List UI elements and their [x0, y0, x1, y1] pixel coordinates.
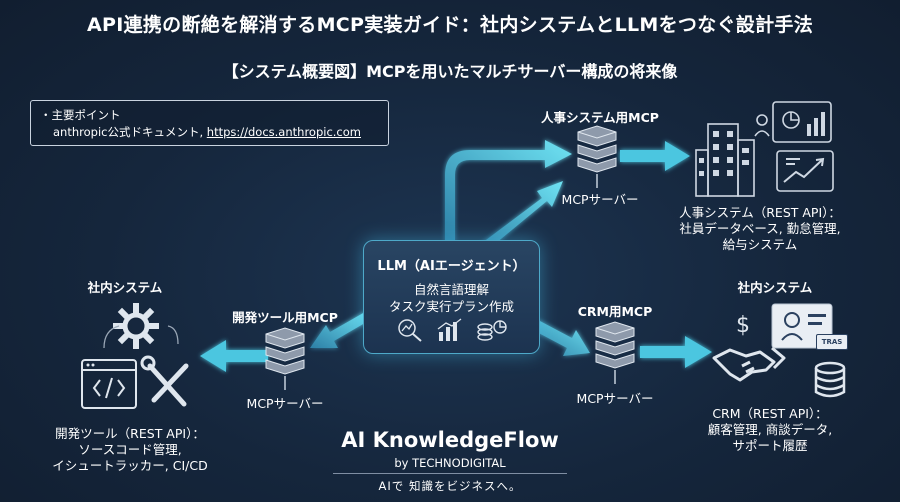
server-stand-icon [596, 174, 598, 188]
llm-capability-2: タスク実行プラン作成 [388, 299, 514, 314]
llm-title: LLM（AIエージェント） [377, 259, 526, 274]
hr-mcp-server-label: MCPサーバー [561, 192, 639, 207]
svg-text:$: $ [736, 313, 750, 338]
dev-system-heading: 社内システム [87, 280, 163, 295]
dev-mcp-label: 開発ツール用MCP [232, 310, 338, 325]
note-bullet: ・主要ポイント [40, 108, 121, 122]
crm-system-desc-line-1: CRM（REST API）： [712, 406, 828, 421]
crm-mcp-label: CRM用MCP [577, 304, 653, 319]
gear-icon [113, 303, 159, 349]
brand-divider [333, 473, 567, 474]
hr-system-desc-line-3: 給与システム [722, 237, 798, 252]
database-icon [814, 361, 846, 398]
brand-byline: by TECHNODIGITAL [394, 456, 506, 470]
crm-system-description: CRM（REST API）： 顧客管理, 商談データ, サポート履歴 [670, 406, 870, 454]
arrow-llm-to-hr-mcp-diagonal [478, 181, 563, 253]
dev-system-desc-line-1: 開発ツール（REST API）： [55, 426, 205, 441]
hr-mcp-label: 人事システム用MCP [541, 110, 659, 125]
brand-name: AI KnowledgeFlow [341, 428, 559, 452]
wrench-screwdriver-icon [147, 363, 189, 407]
dev-system-desc-line-2: ソースコード管理, [78, 442, 182, 457]
handshake-icon [712, 346, 786, 382]
crm-mcp-server-label: MCPサーバー [576, 391, 654, 406]
arrow-llm-to-dev-mcp [310, 312, 370, 348]
server-stack-icon [577, 125, 617, 173]
server-stack-icon [265, 327, 305, 375]
arrow-llm-to-crm-mcp [533, 320, 590, 356]
brand-tagline: AIで 知識をビジネスへ。 [378, 479, 522, 493]
analytics-icon [398, 319, 422, 342]
arrow-dev-mcp-to-dev-system [200, 340, 268, 372]
server-stack-icon [595, 321, 635, 369]
code-window-icon [81, 359, 137, 409]
diagram-subtitle: 【システム概要図】MCPを用いたマルチサーバー構成の将来像 [222, 62, 678, 81]
coins-pie-icon [477, 320, 507, 341]
dev-tools-illustration [81, 303, 189, 409]
llm-capability-1: 自然言語理解 [413, 282, 489, 297]
crm-system-heading: 社内システム [737, 280, 813, 295]
note-source-text: anthropic公式ドキュメント, [53, 125, 207, 139]
hr-system-description: 人事システム（REST API）： 社員データベース, 勤怠管理, 給与システム [660, 205, 860, 253]
server-stand-icon [614, 370, 616, 384]
crm-illustration: $ [712, 303, 846, 398]
dollar-icon: $ [736, 313, 750, 338]
docs-link[interactable]: https://docs.anthropic.com [206, 125, 361, 139]
hr-system-desc-line-2: 社員データベース, 勤怠管理, [679, 221, 841, 236]
bar-chart-icon [437, 318, 462, 341]
crm-system-desc-line-2: 顧客管理, 商談データ, [707, 422, 833, 437]
crm-card-badge: TRAS [816, 334, 848, 350]
hr-system-desc-line-1: 人事システム（REST API）： [679, 205, 841, 220]
office-building-icon [695, 123, 755, 197]
arrow-hr-mcp-to-hr-system [620, 141, 690, 171]
server-stand-icon [284, 376, 286, 390]
page-title: API連携の断絶を解消するMCP実装ガイド：社内システムとLLMをつなぐ設計手法 [86, 14, 814, 36]
dev-mcp-server-label: MCPサーバー [246, 396, 324, 411]
dashboard-chart-icon [754, 101, 832, 143]
arrow-llm-to-hr-mcp-upper [445, 140, 572, 242]
note-source: anthropic公式ドキュメント, https://docs.anthropi… [53, 124, 361, 140]
key-points-note: ・主要ポイント anthropic公式ドキュメント, https://docs.… [30, 100, 389, 146]
dev-system-desc-line-3: イシュートラッカー, CI/CD [52, 458, 208, 473]
dev-system-description: 開発ツール（REST API）： ソースコード管理, イシュートラッカー, CI… [40, 426, 220, 474]
crm-system-desc-line-3: サポート履歴 [732, 438, 808, 453]
llm-agent-box: LLM（AIエージェント） 自然言語理解 タスク実行プラン作成 [363, 240, 540, 354]
arrow-crm-mcp-to-crm-system [640, 336, 712, 368]
growth-chart-icon [776, 150, 834, 192]
